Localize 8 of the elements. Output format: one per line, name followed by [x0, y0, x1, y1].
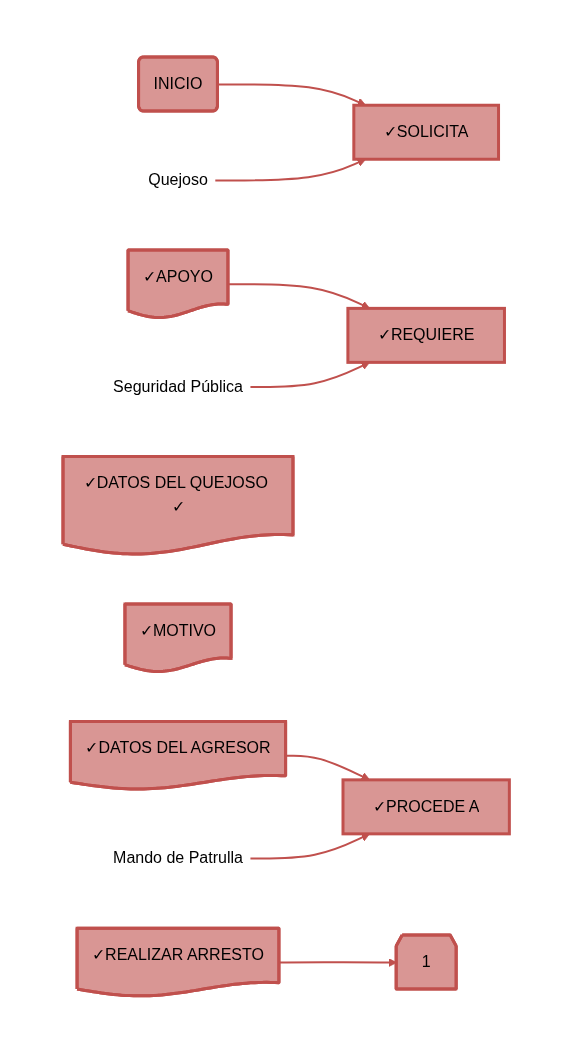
node-box: ✓REQUIERE — [346, 306, 506, 364]
node-text: Seguridad Pública — [112, 377, 243, 395]
node-box: ✓SOLICITA — [352, 103, 500, 161]
arrow — [249, 361, 370, 388]
node-box: ✓PROCEDE A — [341, 777, 511, 835]
node-text: Mando de Patrulla — [112, 849, 243, 867]
arrow — [214, 158, 366, 182]
node-text: Quejoso — [148, 171, 208, 189]
